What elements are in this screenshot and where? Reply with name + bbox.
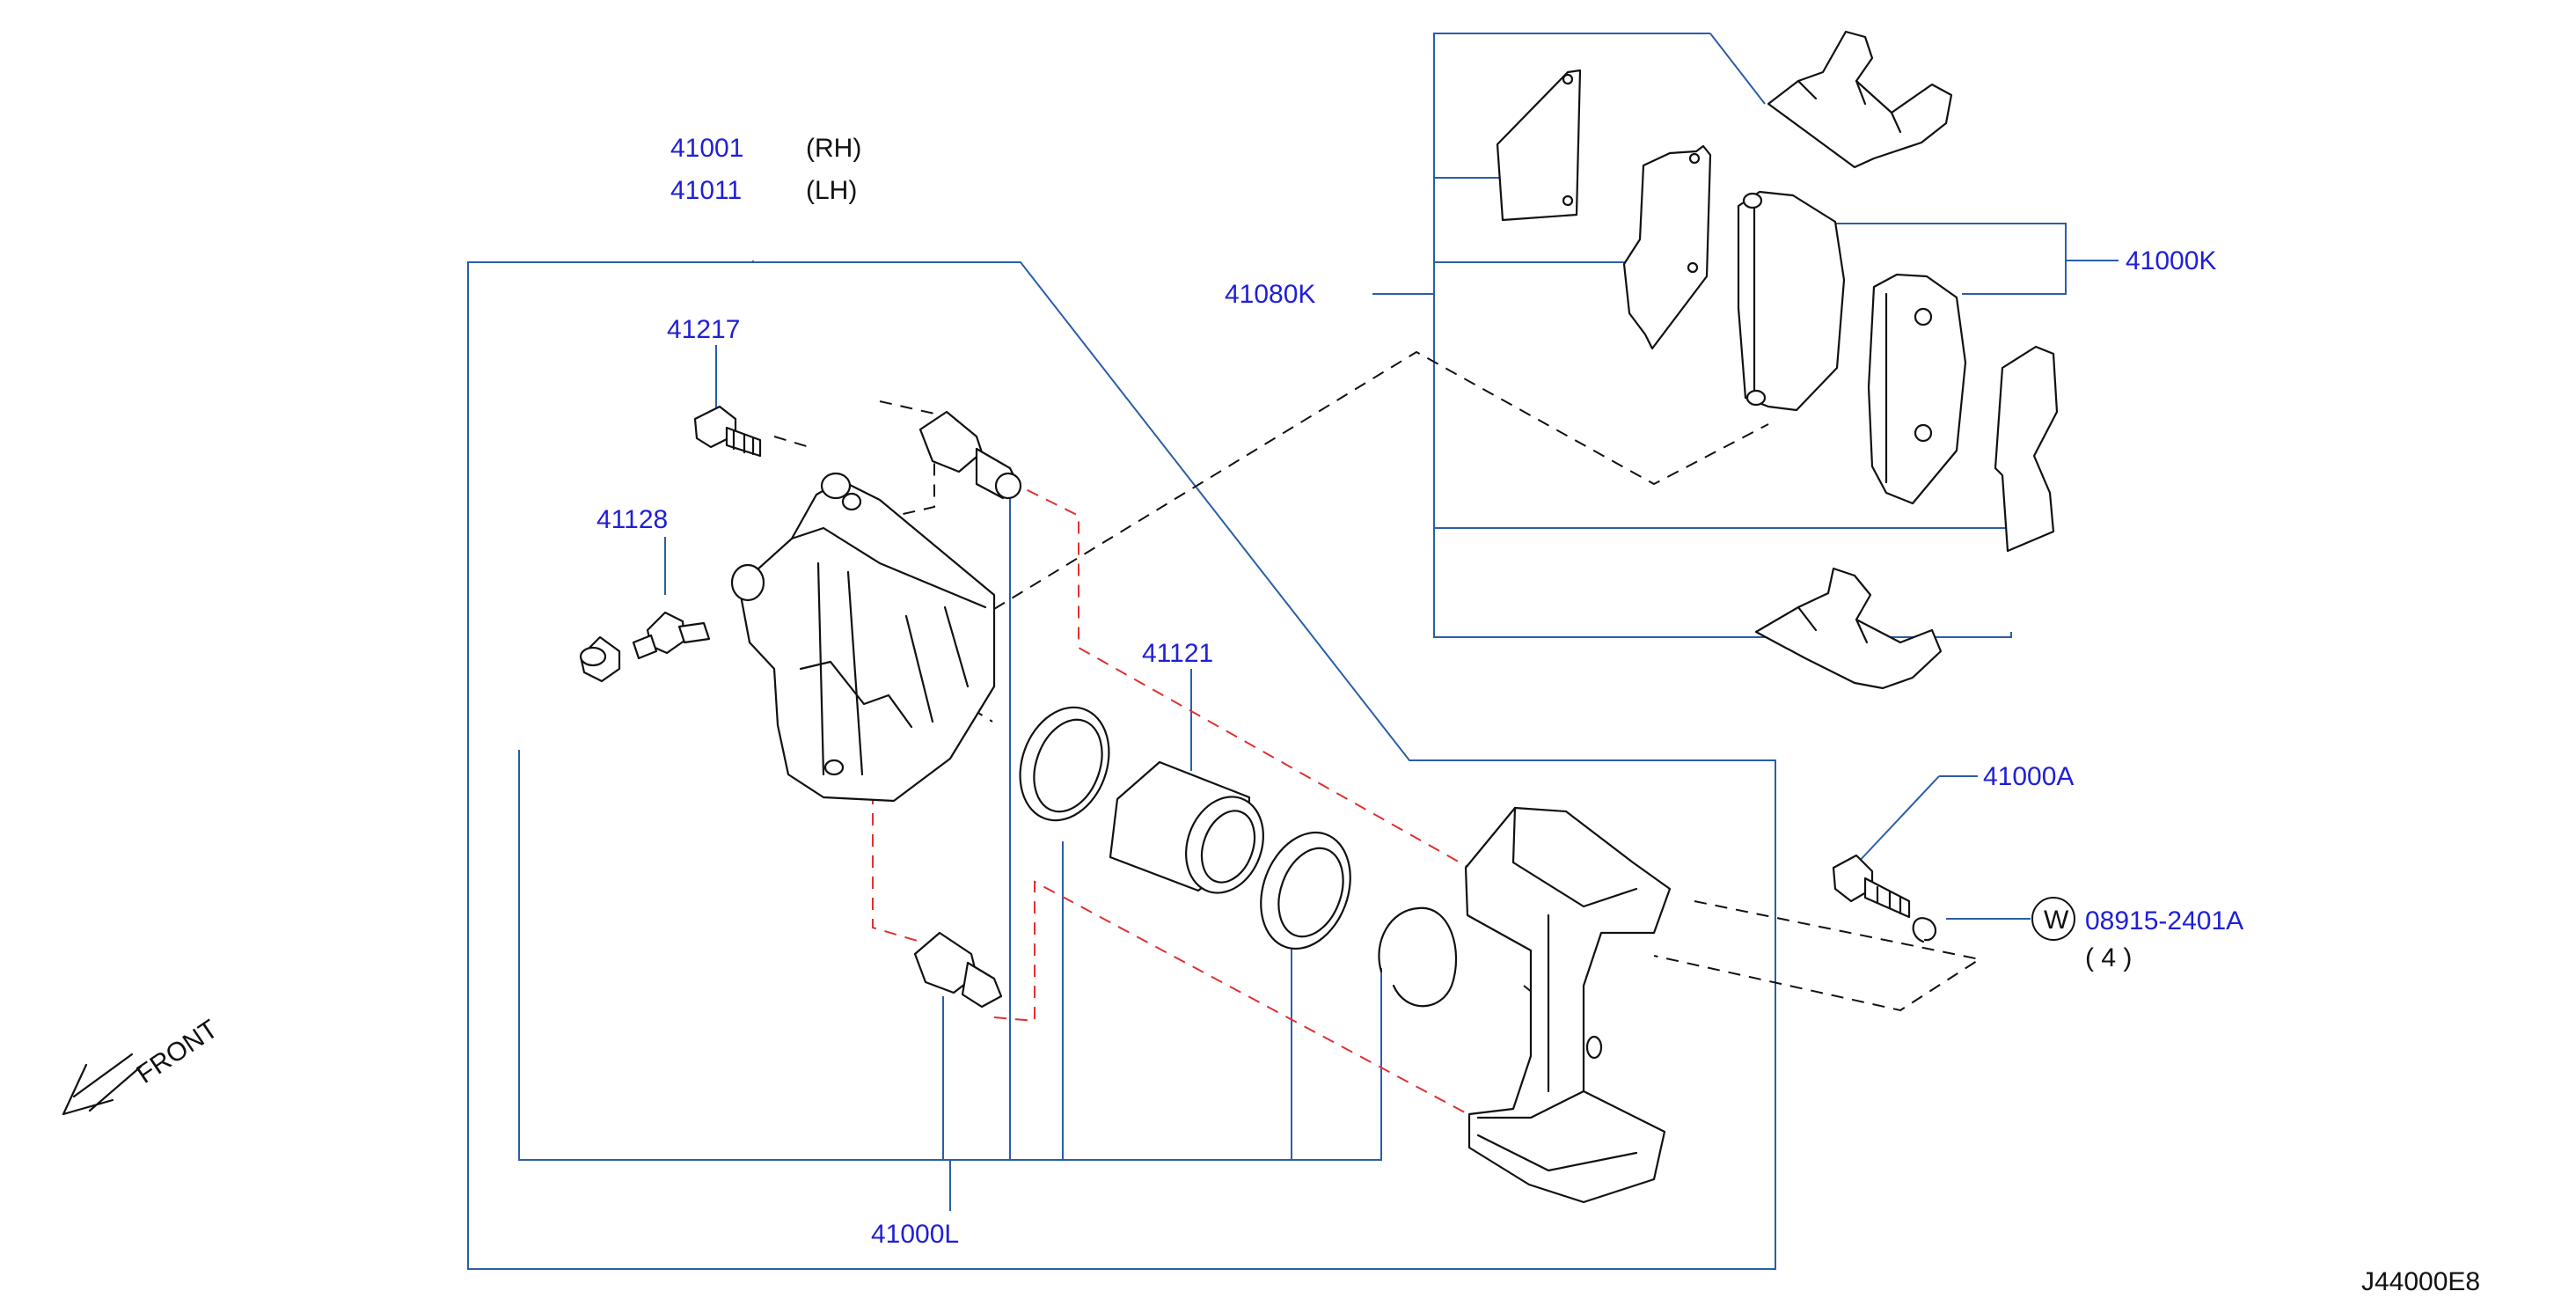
- part-number-41217[interactable]: 41217: [667, 315, 740, 344]
- brake-pad-2[interactable]: [1867, 273, 1967, 505]
- washer-badge-circle: [2031, 897, 2075, 941]
- part-number-41000L[interactable]: 41000L: [871, 1220, 959, 1249]
- piston-41121[interactable]: [1109, 760, 1277, 904]
- bleeder-screw-41128[interactable]: [632, 611, 711, 660]
- part-number-08915-2401A[interactable]: 08915-2401A: [2085, 906, 2243, 935]
- side-lh-label: (LH): [806, 176, 857, 205]
- washer-badge-letter: W: [2044, 906, 2069, 935]
- caliper-assembly-frame: [467, 260, 1776, 1270]
- bleeder-cap[interactable]: [579, 635, 621, 683]
- caliper-body[interactable]: [730, 472, 996, 803]
- part-number-41128[interactable]: 41128: [596, 505, 668, 534]
- side-rh-label: (RH): [806, 134, 861, 163]
- part-number-41121[interactable]: 41121: [1142, 639, 1213, 668]
- guide-bolt-41217[interactable]: [693, 405, 762, 458]
- guide-pin-boot-bottom[interactable]: [913, 931, 1003, 1009]
- part-number-41080K[interactable]: 41080K: [1225, 280, 1315, 309]
- brake-pad-1[interactable]: [1737, 190, 1846, 412]
- caliper-bracket[interactable]: [1464, 806, 1672, 1204]
- leader-lines: [467, 33, 2119, 1270]
- snap-ring[interactable]: [1378, 906, 1458, 1008]
- part-number-41000A[interactable]: 41000A: [1983, 762, 2074, 791]
- washer-08915[interactable]: [1912, 917, 1937, 943]
- part-number-41000K[interactable]: 41000K: [2126, 246, 2216, 275]
- part-number-41001[interactable]: 41001: [670, 134, 743, 163]
- pad-shim-inner[interactable]: [1622, 144, 1712, 350]
- pad-clip-lower[interactable]: [1754, 567, 1943, 690]
- pad-clip-upper[interactable]: [1767, 30, 1953, 169]
- washer-quantity: ( 4 ): [2085, 943, 2132, 972]
- piston-seal[interactable]: [1005, 695, 1123, 833]
- anti-squeal-shim[interactable]: [1994, 345, 2059, 553]
- diagram-id: J44000E8: [2361, 1267, 2480, 1296]
- pad-shim-outer[interactable]: [1496, 69, 1582, 222]
- bracket-bolt-41000A[interactable]: [1832, 854, 1911, 919]
- dust-boot[interactable]: [1246, 820, 1366, 962]
- front-label: FRONT: [131, 1015, 223, 1090]
- front-arrow-icon: [62, 1053, 143, 1116]
- part-number-41011[interactable]: 41011: [670, 176, 742, 205]
- guide-pin-boot-top[interactable]: [918, 410, 1022, 500]
